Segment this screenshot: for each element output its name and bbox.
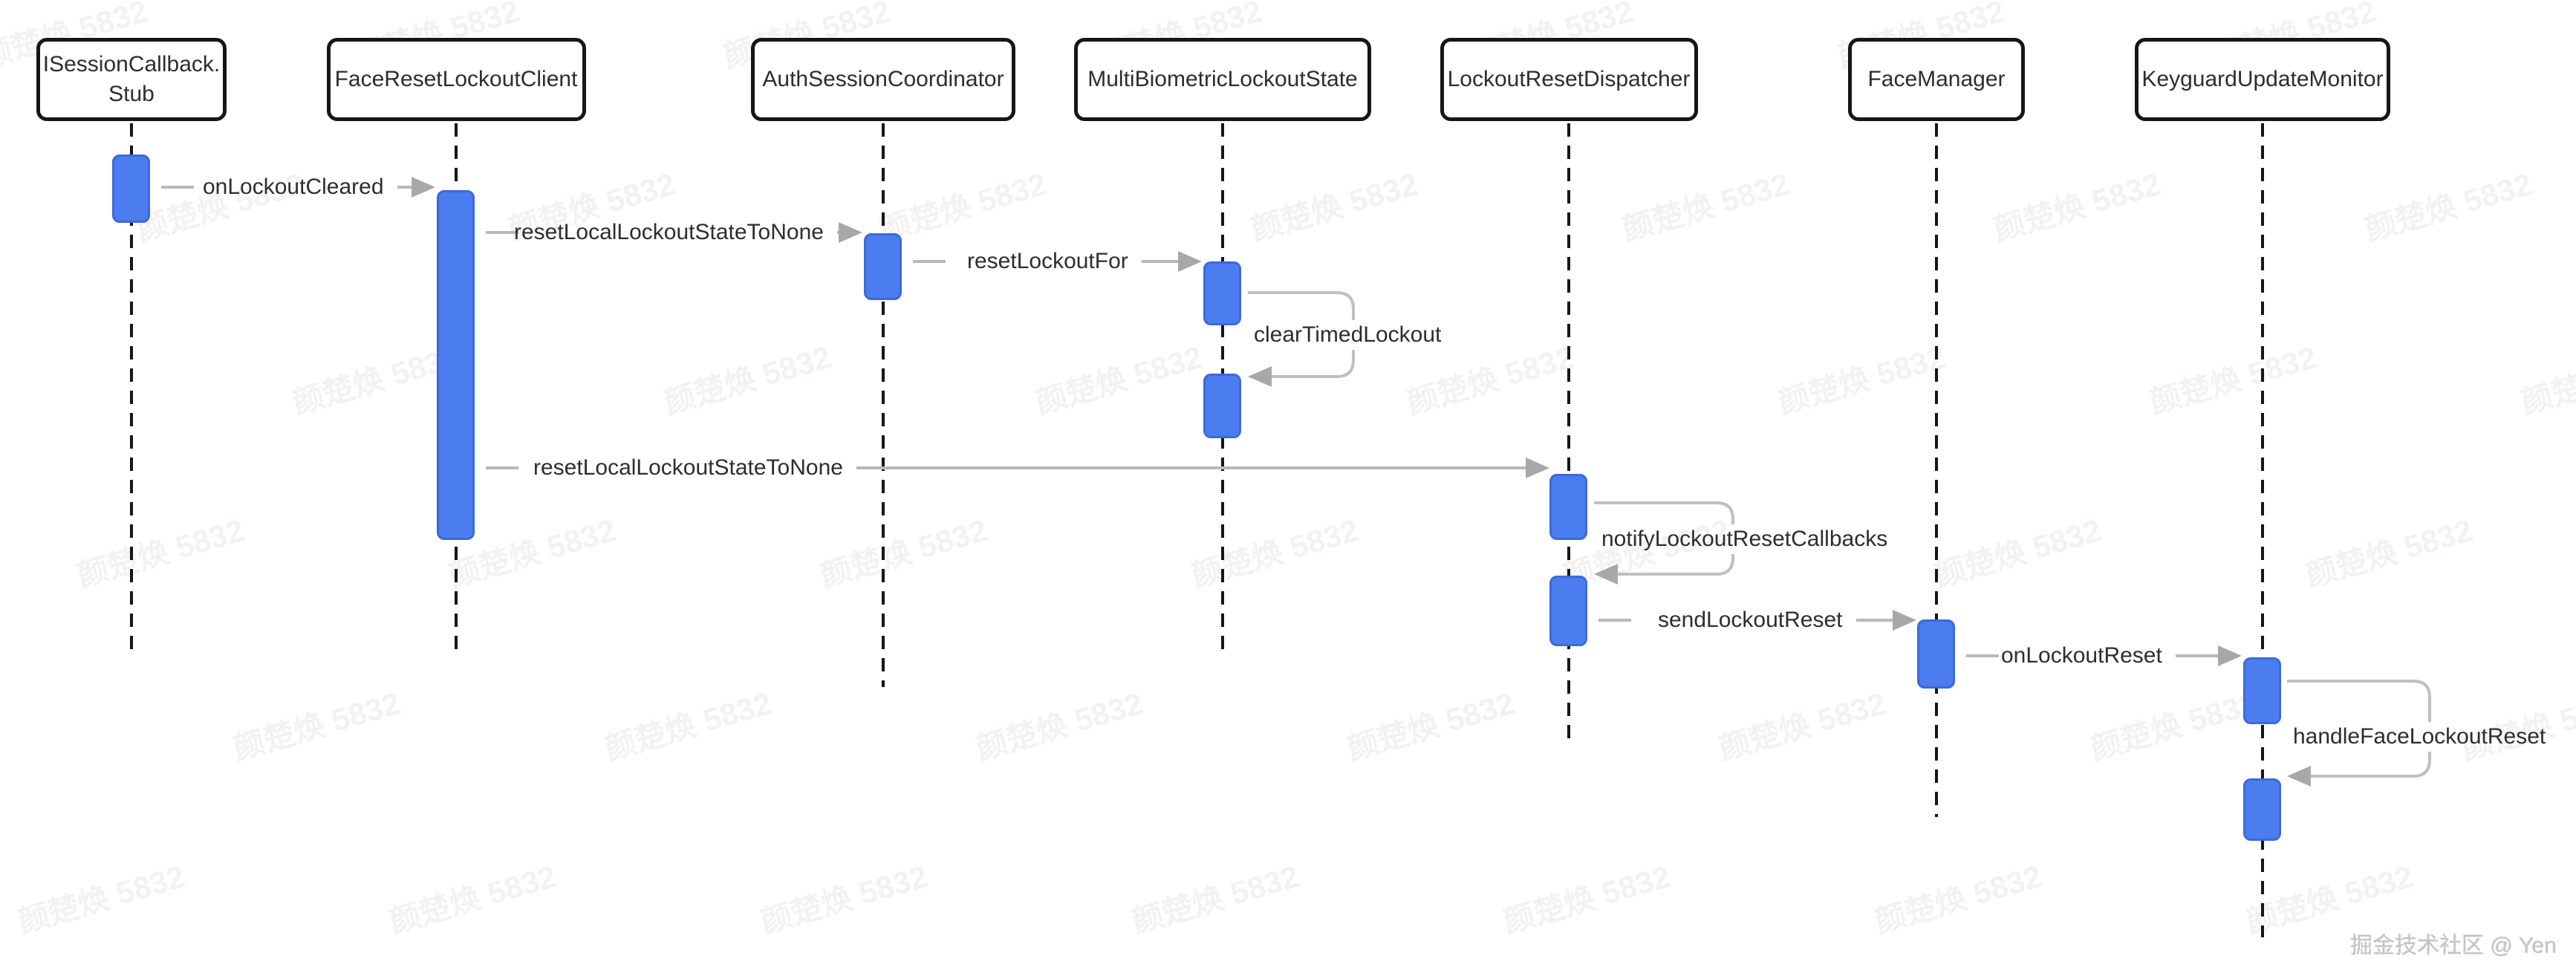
activation-bar xyxy=(2243,657,2281,724)
message-label: onLockoutReset xyxy=(2001,643,2162,668)
message-label: sendLockoutReset xyxy=(1658,608,1843,632)
credit-watermark: 掘金技术社区 @ Yen xyxy=(2350,934,2557,958)
message-label: resetLocalLockoutStateToNone xyxy=(514,220,824,244)
message-label: clearTimedLockout xyxy=(1254,322,1442,347)
participant-face-reset-lockout-client: FaceResetLockoutClient xyxy=(326,38,586,121)
participant-lockout-reset-dispatcher: LockoutResetDispatcher xyxy=(1440,38,1698,121)
participant-auth-session-coordinator: AuthSessionCoordinator xyxy=(751,38,1015,121)
participant-multi-biometric-lockout-state: MultiBiometricLockoutState xyxy=(1074,38,1371,121)
self-loop-out xyxy=(2287,680,2431,722)
message-arrowhead xyxy=(412,177,435,198)
self-loop-return xyxy=(2311,752,2431,778)
participant-isessioncallback-stub: ISessionCallback. Stub xyxy=(36,38,227,121)
self-loop-return xyxy=(1272,350,1355,378)
self-loop-return xyxy=(1618,554,1734,576)
self-loop-arrowhead xyxy=(1594,564,1618,585)
activation-bar xyxy=(1549,576,1587,646)
message-arrowhead xyxy=(1526,458,1549,478)
activation-bar xyxy=(1549,474,1587,540)
message-arrowhead xyxy=(2218,645,2242,666)
message-label: resetLockoutFor xyxy=(967,249,1128,273)
self-loop-out xyxy=(1248,291,1355,320)
message-label: onLockoutCleared xyxy=(203,175,384,199)
activation-bar xyxy=(2243,778,2281,841)
activation-bar xyxy=(1917,619,1955,689)
self-loop-out xyxy=(1594,501,1734,524)
message-label: resetLocalLockoutStateToNone xyxy=(533,455,843,480)
message-label: handleFaceLockoutReset xyxy=(2293,724,2546,749)
participant-face-manager: FaceManager xyxy=(1848,38,2025,121)
activation-bar xyxy=(437,190,475,540)
participant-keyguard-update-monitor: KeyguardUpdateMonitor xyxy=(2135,38,2390,121)
message-arrowhead xyxy=(1893,610,1916,631)
self-loop-arrowhead xyxy=(2287,766,2311,787)
message-arrowhead xyxy=(1178,251,1202,272)
message-label: notifyLockoutResetCallbacks xyxy=(1601,527,1888,551)
activation-bar xyxy=(864,233,902,300)
self-loop-arrowhead xyxy=(1248,366,1272,387)
activation-bar xyxy=(112,154,150,223)
activation-bar xyxy=(1203,374,1241,438)
message-arrowhead xyxy=(839,222,862,243)
activation-bar xyxy=(1203,261,1241,325)
